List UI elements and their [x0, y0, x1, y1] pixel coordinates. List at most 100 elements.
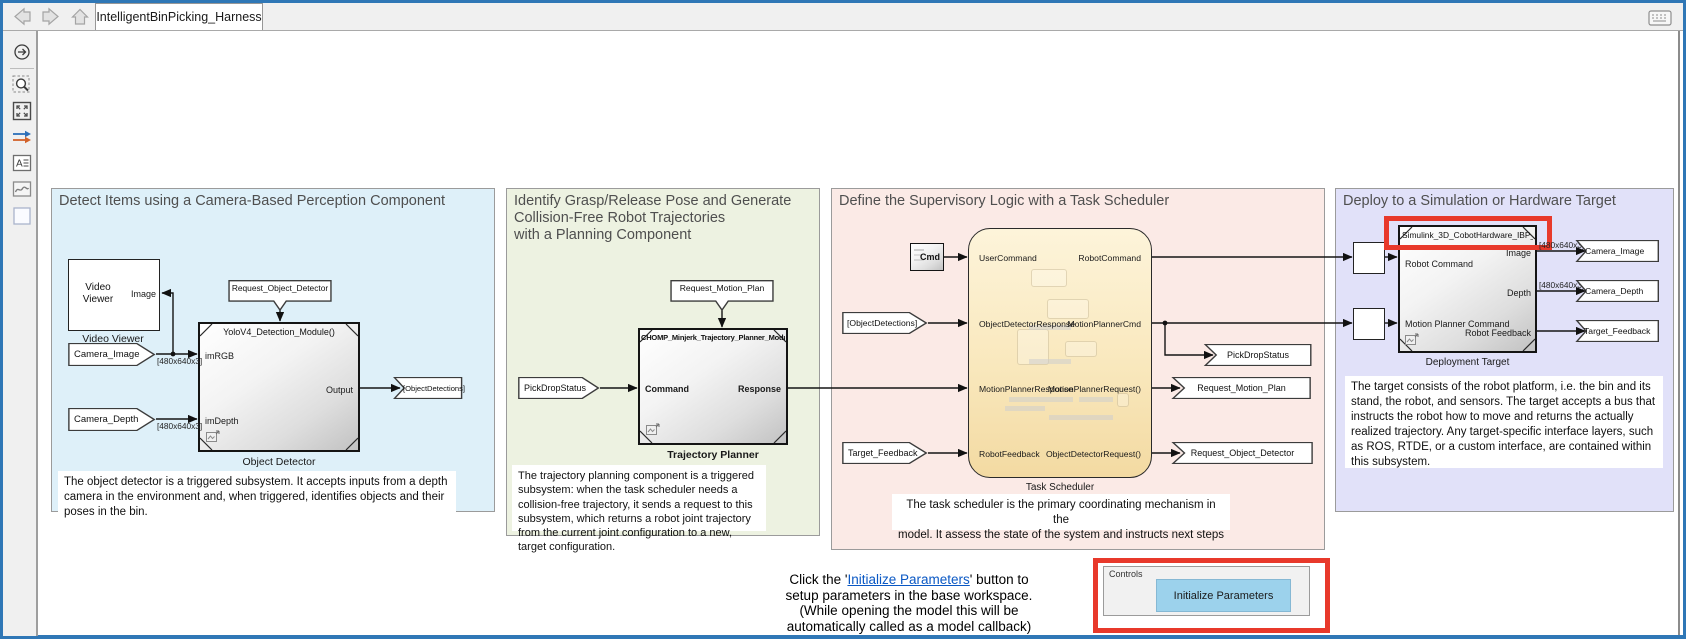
- initialize-parameters-link[interactable]: Initialize Parameters: [847, 571, 970, 587]
- keyboard-shortcuts-icon[interactable]: [1648, 10, 1672, 26]
- update-diagram-icon[interactable]: [12, 127, 32, 147]
- video-viewer-caption: Video Viewer: [82, 333, 144, 345]
- up-to-parent-button[interactable]: [68, 6, 92, 27]
- trigger-tag-label: Request_Object_Detector: [231, 283, 329, 293]
- signal-list-decoration: [914, 254, 922, 256]
- object-detector-caption: Object Detector: [242, 456, 316, 468]
- trajectory-planner-header: CHOMP_Minjerk_Trajectory_Planner_Module(…: [641, 333, 785, 342]
- chart-port-robotfeedback: RobotFeedback: [979, 449, 1040, 459]
- deployment-description: The target consists of the robot platfor…: [1345, 376, 1663, 468]
- conversion-block-1[interactable]: [1353, 242, 1385, 274]
- from-tag-objectdetections[interactable]: [ObjectDetections]: [842, 312, 928, 334]
- goto-tag-request-motion-plan-label: Request_Motion_Plan: [1197, 382, 1286, 393]
- from-tag-pickdropstatus-label: PickDropStatus: [524, 382, 587, 393]
- window-border-bottom: [0, 635, 1686, 639]
- goto-tag-pickdropstatus[interactable]: PickDropStatus: [1203, 344, 1313, 366]
- goto-tag-camera-image[interactable]: Camera_Image: [1575, 240, 1660, 262]
- cmd-block-label: Cmd: [920, 252, 940, 262]
- subsystem-corner-marks: [200, 324, 358, 450]
- goto-tag-request-motion-plan[interactable]: Request_Motion_Plan: [1170, 377, 1313, 399]
- deployment-target-header: Simulink_3D_CobotHardware_IBP_: [1402, 230, 1533, 240]
- port-image: Image: [1505, 248, 1531, 258]
- signal-dimension-label: [480x640x3]: [1539, 280, 1585, 290]
- task-scheduler-chart[interactable]: UserCommand ObjectDetectorResponse Motio…: [968, 228, 1152, 478]
- window-border-right: [1683, 0, 1686, 639]
- planning-description: The trajectory planning component is a t…: [512, 465, 766, 553]
- from-tag-camera-depth[interactable]: Camera_Depth: [68, 408, 156, 431]
- signal-dimension-label: [480x640x3]: [157, 421, 203, 431]
- port-command: Command: [645, 384, 690, 394]
- signal-list-decoration: [914, 259, 924, 261]
- back-button[interactable]: [10, 6, 34, 27]
- window-border-left: [0, 0, 3, 639]
- cmd-signal-editor-block[interactable]: Cmd: [910, 243, 944, 271]
- chart-port-usercommand: UserCommand: [979, 253, 1037, 263]
- tab-intelligentbinpicking-harness[interactable]: IntelligentBinPicking_Harness: [95, 3, 263, 30]
- viewer-icon[interactable]: [12, 179, 32, 199]
- tab-bar: IntelligentBinPicking_Harness: [3, 3, 1683, 31]
- subsystem-corner-marks: [640, 330, 786, 443]
- deployment-target-caption: Deployment Target: [1425, 357, 1510, 368]
- video-viewer-block[interactable]: Video Viewer Image: [68, 259, 160, 331]
- goto-tag-objectdetections[interactable]: [ObjectDetections]: [393, 377, 465, 399]
- chart-port-motionplannerresponse: MotionPlannerResponse: [979, 384, 1074, 394]
- goto-tag-camera-depth[interactable]: Camera_Depth: [1575, 280, 1660, 302]
- window-border-top: [0, 0, 1686, 3]
- from-tag-camera-image[interactable]: Camera_Image: [68, 343, 156, 366]
- initialize-parameters-button[interactable]: Initialize Parameters: [1156, 579, 1291, 612]
- trigger-tag-request-motion-plan[interactable]: Request_Motion_Plan: [670, 280, 774, 311]
- zoom-region-icon[interactable]: [12, 75, 32, 95]
- area-icon[interactable]: [12, 206, 32, 226]
- signal-list-decoration: [914, 249, 924, 251]
- hide-explorer-bar-icon[interactable]: [12, 42, 32, 62]
- trajectory-planner-subsystem[interactable]: CHOMP_Minjerk_Trajectory_Planner_Module(…: [638, 328, 788, 445]
- toolbar-divider: [10, 68, 34, 69]
- from-tag-target-feedback-label: Target_Feedback: [848, 447, 918, 458]
- conversion-block-2[interactable]: [1353, 308, 1385, 340]
- from-tag-target-feedback[interactable]: Target_Feedback: [842, 442, 928, 464]
- from-tag-pickdropstatus[interactable]: PickDropStatus: [518, 377, 600, 399]
- goto-tag-target-feedback[interactable]: Target_Feedback: [1575, 320, 1660, 342]
- perception-description: The object detector is a triggered subsy…: [58, 471, 456, 518]
- signal-dimension-label: [480x640x3]: [1539, 240, 1585, 250]
- controls-panel-label: Controls: [1109, 569, 1143, 579]
- port-robot-command: Robot Command: [1405, 259, 1474, 269]
- trigger-tag-request-object-detector[interactable]: Request_Object_Detector: [228, 280, 332, 311]
- up-arrow-icon: [71, 8, 89, 25]
- from-tag-camera-image-label: Camera_Image: [74, 349, 140, 360]
- video-viewer-port-image: Image: [130, 289, 156, 299]
- canvas-right-edge: [1678, 31, 1680, 635]
- chart-port-objectdetectorresponse: ObjectDetectorResponse: [979, 319, 1076, 329]
- annotation-icon[interactable]: A: [12, 153, 32, 173]
- port-robot-feedback: Robot Feedback: [1464, 328, 1531, 338]
- port-imdepth: imDepth: [205, 416, 239, 426]
- image-badge-icon: [646, 423, 660, 437]
- chart-port-robotcommand: RobotCommand: [1078, 253, 1141, 263]
- note-prefix: Click the ': [789, 571, 848, 587]
- object-detector-header: YoloV4_Detection_Module(): [223, 327, 335, 337]
- subsystem-corner-marks: [1400, 227, 1535, 351]
- goto-tag-request-object-detector[interactable]: Request_Object_Detector: [1170, 442, 1315, 464]
- highlight-box-deployment-header: [1384, 216, 1552, 250]
- port-output: Output: [325, 385, 353, 395]
- port-response: Response: [737, 384, 781, 394]
- port-imrgb: imRGB: [205, 351, 234, 361]
- image-badge-icon: [1405, 333, 1419, 347]
- forward-button[interactable]: [39, 6, 63, 27]
- scheduler-description: The task scheduler is the primary coordi…: [892, 494, 1230, 541]
- note-suffix: ' button to setup parameters in the base…: [785, 571, 1033, 635]
- fit-to-view-icon[interactable]: [12, 101, 32, 121]
- task-scheduler-caption: Task Scheduler: [1025, 482, 1095, 493]
- signal-dimension-label: [480x640x3]: [157, 356, 203, 366]
- left-toolbar: A: [3, 31, 38, 636]
- svg-text:A: A: [16, 159, 23, 170]
- goto-tag-request-object-detector-label: Request_Object_Detector: [1190, 447, 1295, 458]
- controls-panel: Controls Initialize Parameters: [1103, 566, 1310, 616]
- initialize-note: Click the 'Initialize Parameters' button…: [728, 556, 1090, 635]
- goto-tag-target-feedback-label: Target_Feedback: [1584, 326, 1651, 336]
- object-detector-subsystem[interactable]: YoloV4_Detection_Module() imRGB imDepth …: [198, 322, 360, 452]
- tab-title: IntelligentBinPicking_Harness: [96, 10, 262, 24]
- from-tag-objectdetections-label: [ObjectDetections]: [847, 318, 918, 328]
- port-motion-planner-command: Motion Planner Command: [1405, 319, 1510, 329]
